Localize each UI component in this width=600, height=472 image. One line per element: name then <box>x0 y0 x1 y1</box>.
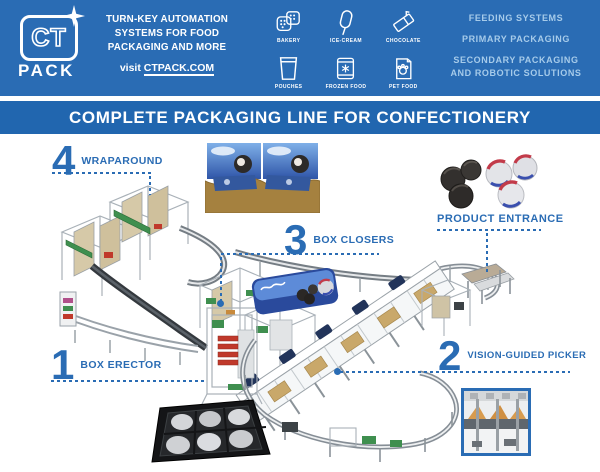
visit-line: visit CTPACK.COM <box>96 62 238 76</box>
product-pack-photo <box>251 267 339 315</box>
product-entrance-dashed-pointer <box>486 233 488 273</box>
box-erector-dashed-line <box>51 380 207 382</box>
category-pet-food: PET FOOD <box>375 49 432 95</box>
category-label: ICE-CREAM <box>330 37 362 44</box>
box-closers-dashed-pointer <box>220 257 222 301</box>
category-chocolate: CHOCOLATE <box>375 3 432 49</box>
logo-box: CT <box>20 15 78 61</box>
station-box-erector: 1 BOX ERECTOR <box>51 341 162 388</box>
station-label: WRAPAROUND <box>81 155 163 167</box>
category-bakery: BAKERY <box>260 3 317 49</box>
pouches-icon <box>279 56 298 80</box>
picker-pointer-dot <box>334 368 341 375</box>
ctpack-link[interactable]: CTPACK.COM <box>143 62 215 76</box>
ctpack-logo: CT PACK <box>18 5 88 87</box>
category-frozen-food: FROZEN FOOD <box>317 49 374 95</box>
category-grid: BAKERY ICE-CREAM <box>260 3 432 95</box>
logo-star-icon <box>63 5 85 27</box>
category-label: PET FOOD <box>388 83 418 90</box>
service-primary-packaging: PRIMARY PACKAGING <box>461 34 571 44</box>
pet-food-icon <box>395 57 412 79</box>
station-number: 3 <box>284 216 308 263</box>
category-label: FROZEN FOOD <box>325 83 367 90</box>
category-label: BAKERY <box>277 37 301 44</box>
service-secondary-packaging: SECONDARY PACKAGING AND ROBOTIC SOLUTION… <box>450 55 582 78</box>
packaging-line-illustration <box>59 185 515 462</box>
station-wraparound: 4 WRAPAROUND <box>52 137 163 184</box>
category-label: POUCHES <box>274 83 303 90</box>
picker-photo <box>461 388 531 456</box>
tagline-line-3: PACKAGING AND MORE <box>107 42 227 53</box>
visit-prefix: visit <box>119 62 141 74</box>
bakery-icon <box>276 10 301 31</box>
header-tagline: TURN-KEY AUTOMATION SYSTEMS FOR FOOD PAC… <box>96 13 238 55</box>
category-pouches: POUCHES <box>260 49 317 95</box>
header: CT PACK TURN-KEY AUTOMATION SYSTEMS FOR … <box>0 0 600 96</box>
station-picker: 2 VISION-GUIDED PICKER <box>438 332 587 379</box>
box-closers-dashed-line <box>221 253 379 255</box>
tagline-line-2: SYSTEMS FOR FOOD <box>114 28 220 39</box>
station-number: 1 <box>51 341 75 388</box>
station-label: VISION-GUIDED PICKER <box>467 350 587 361</box>
station-number: 4 <box>52 137 76 184</box>
banner-title: COMPLETE PACKAGING LINE FOR CONFECTIONER… <box>0 101 600 134</box>
picker-dashed-line <box>340 371 570 373</box>
station-label: BOX ERECTOR <box>80 359 162 371</box>
category-ice-cream: ICE-CREAM <box>317 3 374 49</box>
ice-cream-icon <box>340 9 354 35</box>
chocolate-icon <box>392 10 414 32</box>
wraparound-case-photo <box>205 143 320 213</box>
station-label: BOX CLOSERS <box>313 234 395 246</box>
wraparound-dashed-line <box>52 172 154 174</box>
station-number: 2 <box>438 332 462 379</box>
category-label: CHOCOLATE <box>385 37 421 44</box>
foil-candies-photo <box>485 154 538 209</box>
logo-pack-text: PACK <box>18 61 75 80</box>
service-feeding-systems: FEEDING SYSTEMS <box>468 13 564 23</box>
wraparound-dashed-pointer <box>149 176 151 195</box>
services-list: FEEDING SYSTEMS PRIMARY PACKAGING SECOND… <box>436 12 596 80</box>
station-product-entrance: PRODUCT ENTRANCE <box>437 213 564 225</box>
frozen-food-icon <box>337 57 355 79</box>
cookies-photo <box>440 159 482 209</box>
logo-ct-text: CT <box>31 23 67 53</box>
tagline-line-1: TURN-KEY AUTOMATION <box>105 14 229 25</box>
station-box-closers: 3 BOX CLOSERS <box>284 216 395 263</box>
box-closers-pointer-dot <box>217 300 224 307</box>
header-separator <box>0 96 600 101</box>
product-entrance-dashed-line <box>437 229 541 231</box>
cookie-tray-photo <box>151 399 271 463</box>
